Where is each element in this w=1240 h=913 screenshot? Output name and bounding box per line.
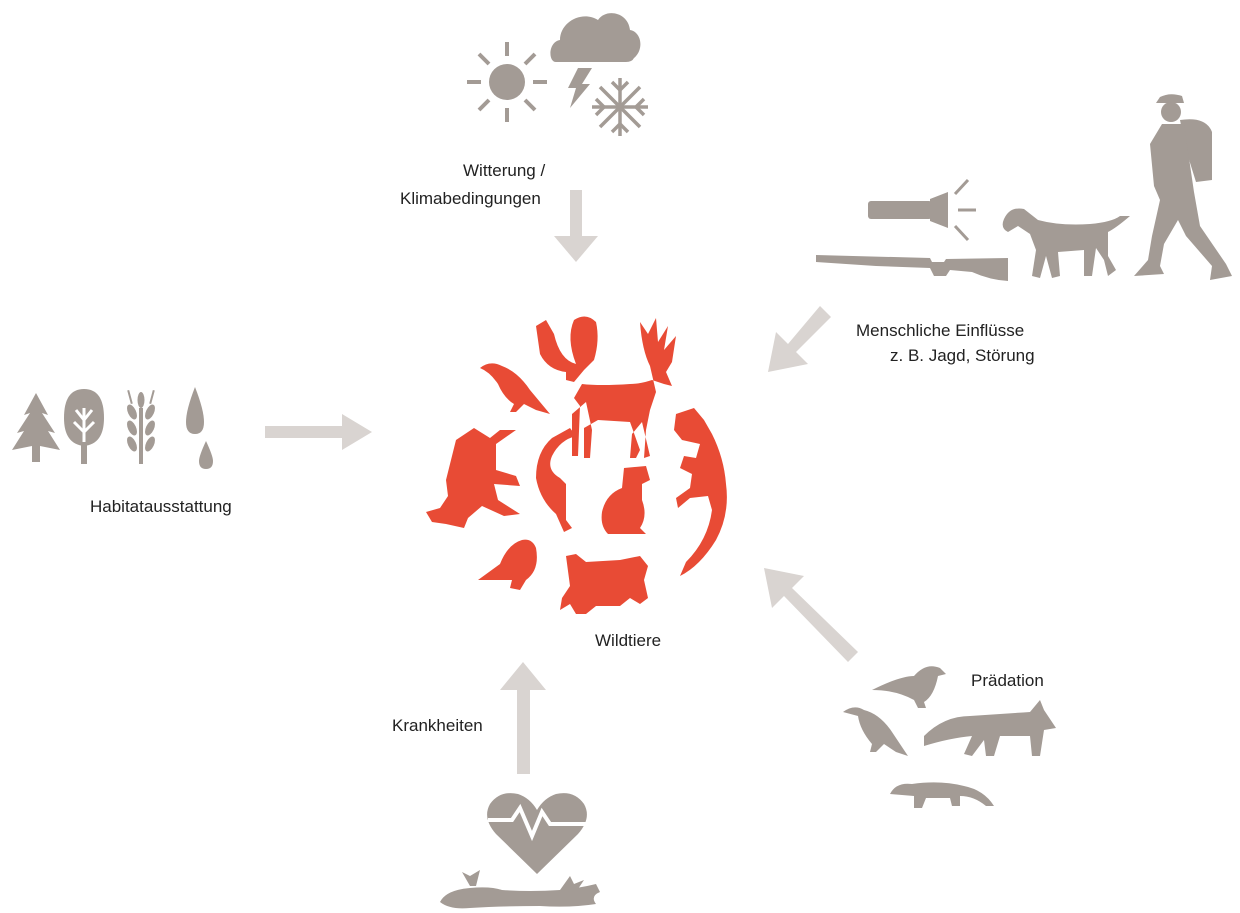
- human-label-line2: z. B. Jagd, Störung: [890, 346, 1035, 365]
- disease-label: Krankheiten: [392, 716, 483, 735]
- wild-boar-icon: [560, 554, 648, 614]
- disease-icons: [440, 793, 600, 908]
- arrow-disease: [500, 662, 546, 774]
- hare-icon: [602, 466, 650, 534]
- habitat-icons: [12, 387, 213, 469]
- hunting-dog-icon: [1003, 208, 1130, 278]
- human-label-line1: Menschliche Einflüsse: [856, 321, 1024, 340]
- fox-icon: [924, 700, 1056, 756]
- dead-animal-icon: [440, 870, 600, 908]
- snowflake-icon: [592, 78, 648, 136]
- fox-icon: [536, 428, 576, 532]
- arrow-weather: [554, 190, 598, 262]
- crow-icon: [843, 707, 908, 756]
- weather-icons: [467, 13, 648, 136]
- arrow-habitat: [265, 414, 372, 450]
- arrow-human: [768, 306, 831, 372]
- red-deer-icon: [426, 428, 520, 528]
- heartbeat-icon: [487, 793, 587, 874]
- predation-label: Prädation: [971, 671, 1044, 690]
- crow-icon: [480, 363, 550, 414]
- rifle-icon: [816, 255, 1008, 281]
- center-label: Wildtiere: [595, 631, 661, 650]
- sun-icon: [467, 42, 547, 122]
- hiker-icon: [1134, 94, 1232, 280]
- bird-of-prey-icon: [872, 666, 946, 708]
- deciduous-tree-icon: [64, 389, 104, 464]
- capercaillie-icon: [536, 316, 598, 382]
- wheat-icon: [125, 390, 157, 464]
- human-icons: [816, 94, 1232, 281]
- conifer-tree-icon: [12, 393, 60, 462]
- thundercloud-icon: [550, 13, 640, 108]
- water-drop-icon: [186, 387, 213, 469]
- partridge-icon: [478, 540, 537, 590]
- weather-label-line1: Witterung /: [463, 161, 545, 180]
- flashlight-icon: [868, 180, 976, 240]
- wildlife-cluster: [426, 316, 727, 614]
- marten-icon: [674, 408, 727, 576]
- marten-icon: [890, 782, 994, 808]
- weather-label-line2: Klimabedingungen: [400, 189, 541, 208]
- habitat-label: Habitatausstattung: [90, 497, 232, 516]
- arrow-predation: [764, 568, 858, 662]
